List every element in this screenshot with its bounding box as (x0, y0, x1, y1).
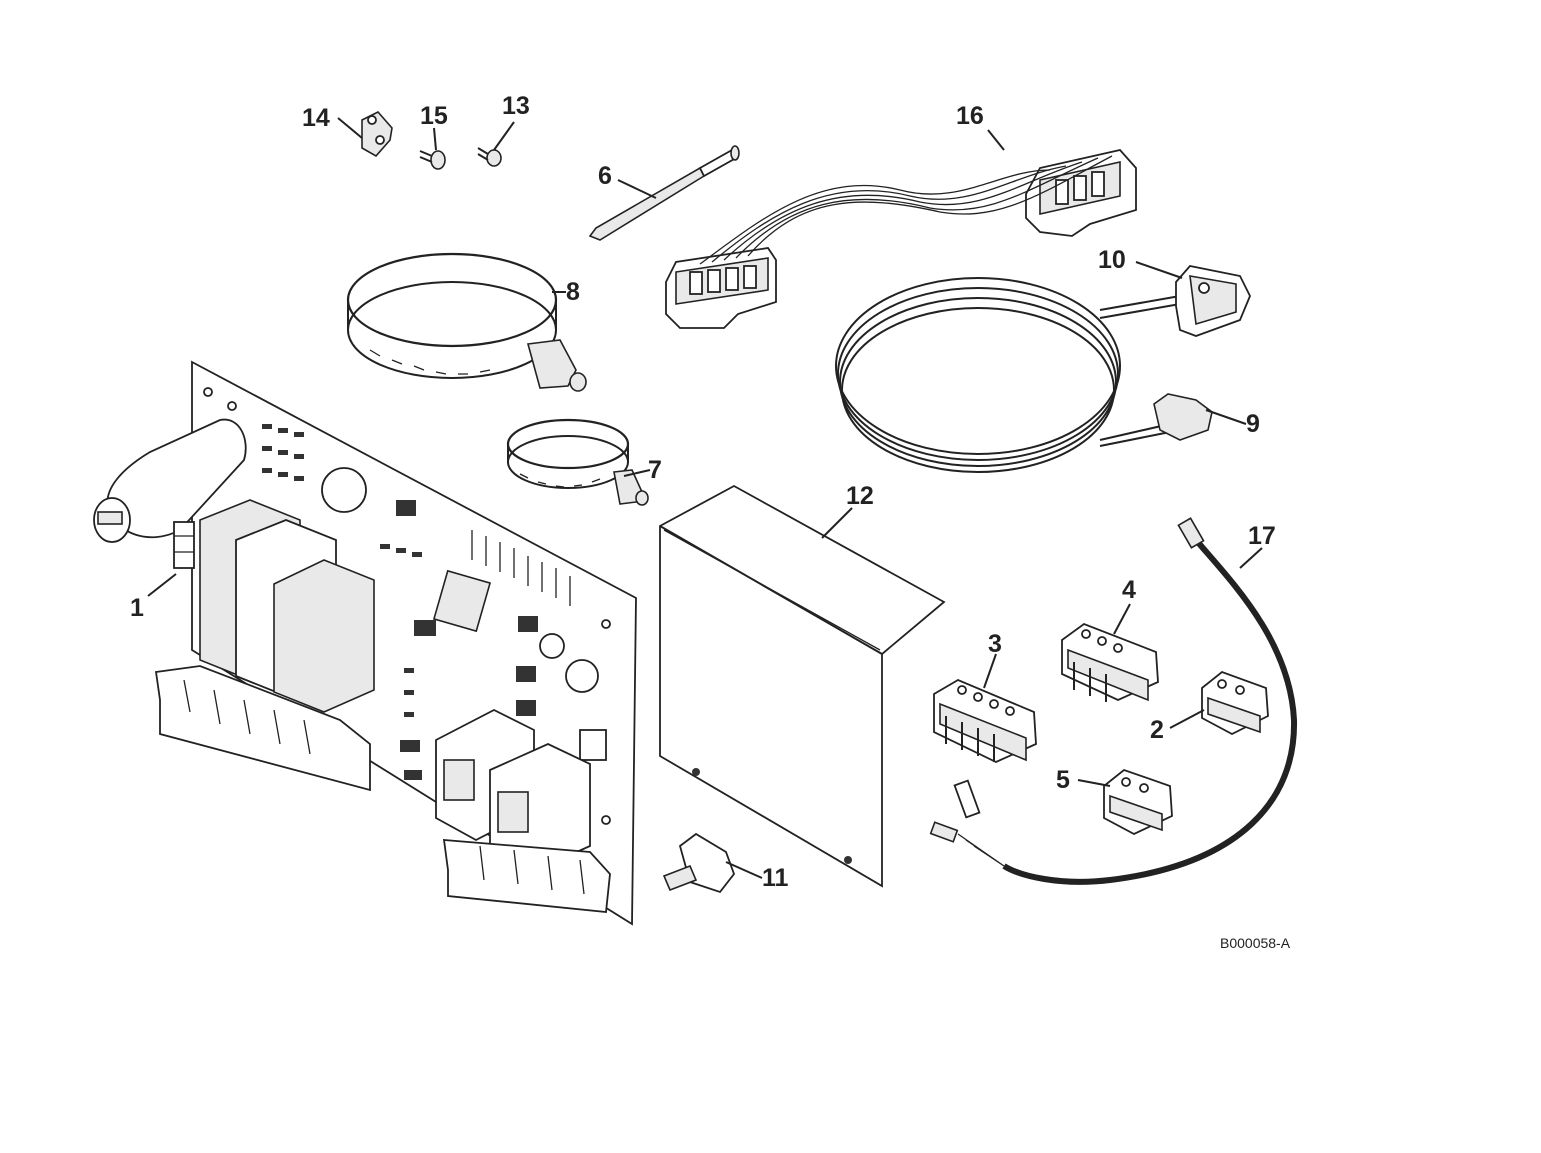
part-17-cable (929, 517, 1298, 885)
part-6-probe (588, 145, 740, 241)
part-2-terminal-block (1201, 670, 1269, 736)
callout-14: 14 (302, 104, 330, 132)
part-16-harness (665, 149, 1137, 329)
callout-7: 7 (648, 456, 662, 484)
callout-8: 8 (566, 278, 580, 306)
callout-10: 10 (1098, 246, 1126, 274)
part-5-terminal-block (1103, 768, 1173, 836)
leader-lines (147, 117, 1263, 879)
callout-17: 17 (1248, 522, 1276, 550)
callout-5: 5 (1056, 766, 1070, 794)
part-12-cover (659, 484, 946, 888)
callout-1: 1 (130, 594, 144, 622)
part-13-screw (477, 147, 502, 167)
callout-2: 2 (1150, 716, 1164, 744)
callout-15: 15 (420, 102, 448, 130)
callout-11: 11 (762, 864, 789, 892)
part-1-control-board (93, 360, 637, 926)
callout-13: 13 (502, 92, 530, 120)
part-9-10-sensor-cable (835, 265, 1251, 473)
callout-labels: 1 2 3 4 5 6 7 8 9 10 11 12 13 14 15 16 1… (130, 92, 1276, 892)
part-11-switch (662, 832, 736, 894)
callout-4: 4 (1122, 576, 1136, 604)
callout-3: 3 (988, 630, 1002, 658)
part-3-terminal-block (933, 678, 1037, 763)
callout-16: 16 (956, 102, 984, 130)
part-14-bracket (361, 111, 393, 158)
part-4-terminal-block (1061, 622, 1159, 702)
part-8-large-clamp (346, 252, 587, 392)
callout-6: 6 (598, 162, 612, 190)
part-15-screw (419, 150, 446, 170)
callout-12: 12 (846, 482, 874, 510)
callout-9: 9 (1246, 410, 1260, 438)
drawing-id: B000058-A (1220, 935, 1291, 951)
part-7-small-clamp (506, 418, 649, 506)
